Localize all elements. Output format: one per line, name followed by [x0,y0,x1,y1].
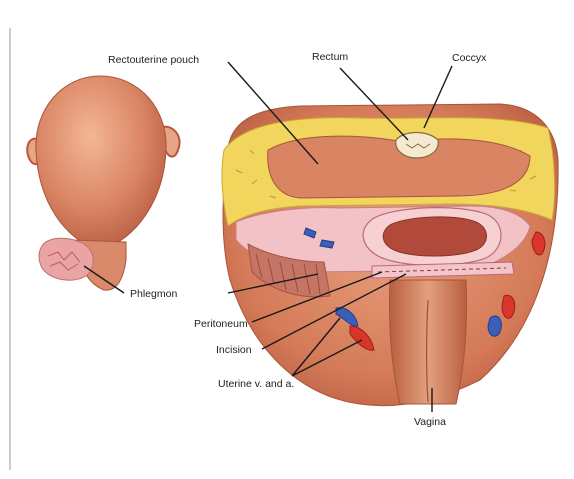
uterus-left-figure [27,76,179,290]
uterine-artery-right [502,295,515,318]
label-coccyx: Coccyx [452,52,486,64]
vagina-canal [389,280,466,404]
label-rectouterine-pouch: Rectouterine pouch [108,54,199,66]
label-incision: Incision [216,344,252,356]
label-phlegmon: Phlegmon [130,288,177,300]
phlegmon-mass [39,238,93,280]
label-rectum: Rectum [312,51,348,63]
label-uterine-v-and-a: Uterine v. and a. [218,378,294,390]
label-peritoneum: Peritoneum [194,318,248,330]
upper-vessel-blue-2 [320,240,334,248]
rectal-lumen [383,217,486,256]
uterus-body [36,76,166,250]
pelvic-cross-section [222,104,558,406]
uterine-vein-right [488,316,501,336]
label-vagina: Vagina [414,416,446,428]
